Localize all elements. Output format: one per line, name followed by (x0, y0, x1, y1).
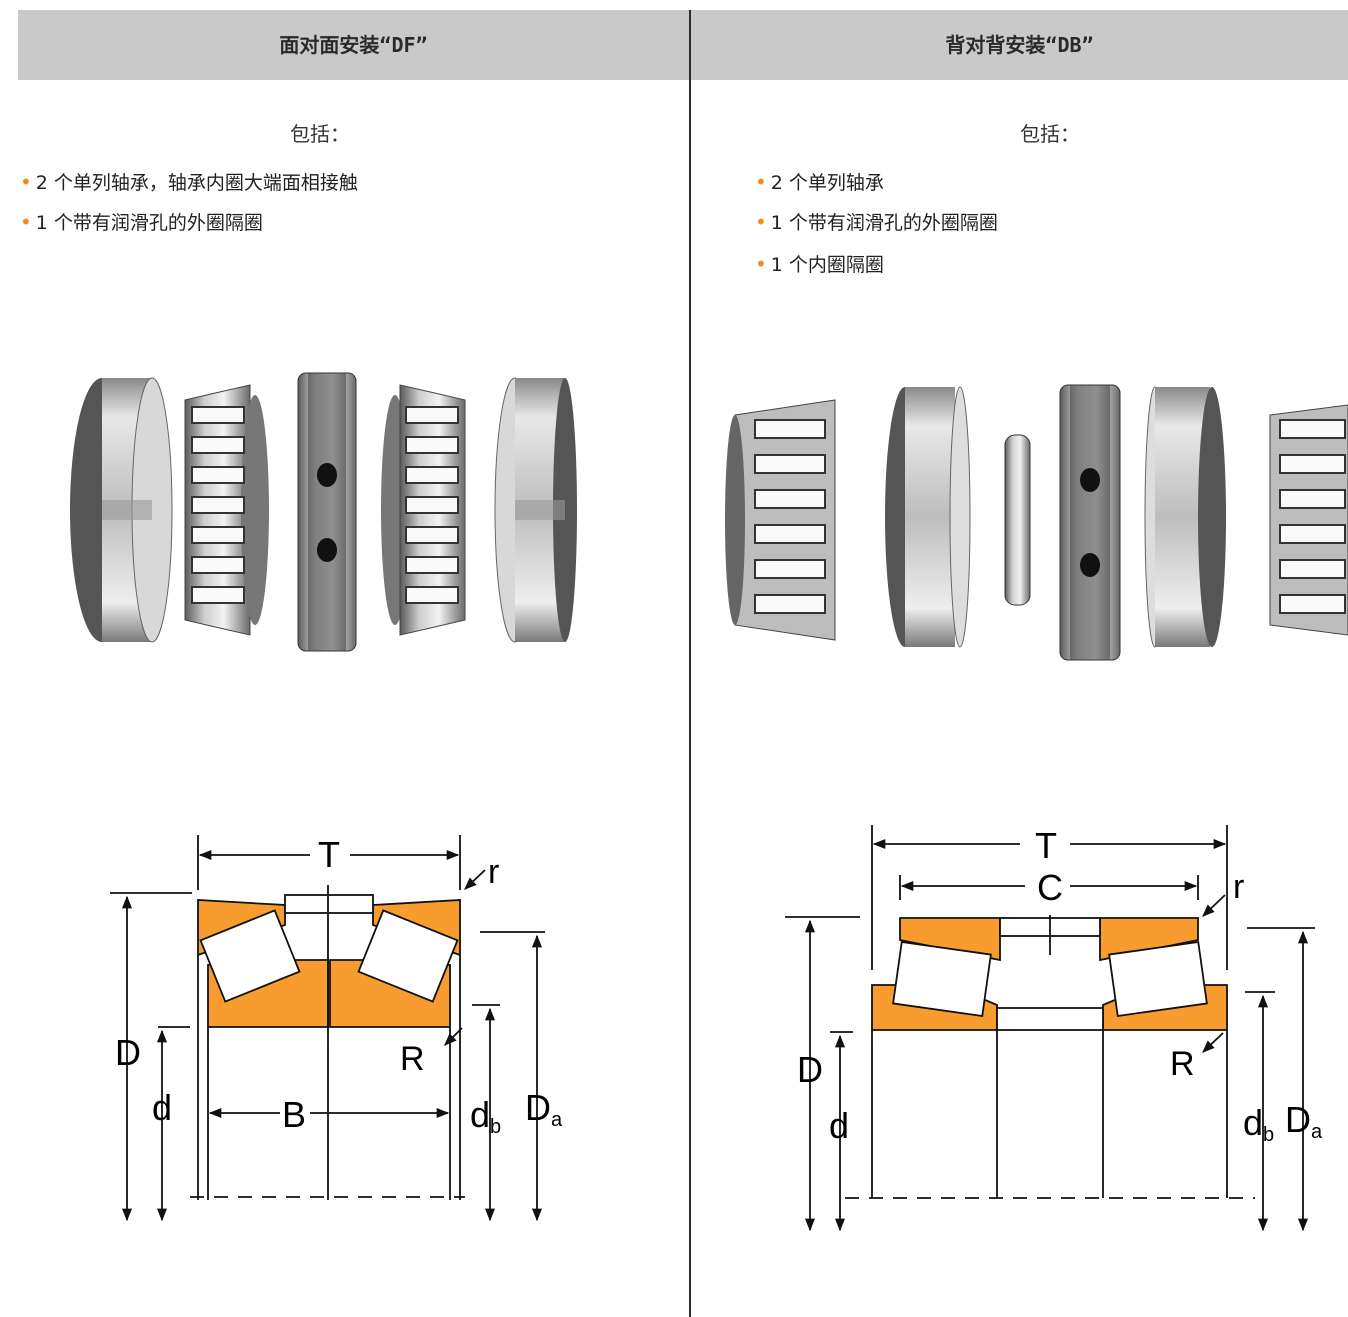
db-exploded-bearing-illustration (725, 384, 1348, 661)
bullet-text: 2 个单列轴承 (770, 172, 884, 194)
dim-label-T: T (1035, 825, 1057, 866)
bullet-text: 2 个单列轴承，轴承内圈大端面相接触 (35, 172, 358, 194)
bullet-dot-icon: • (20, 210, 32, 234)
bullet-text: 1 个带有润滑孔的外圈隔圈 (770, 212, 998, 234)
dim-label-db: db (1243, 1102, 1274, 1146)
left-bullet-item: •1 个带有润滑孔的外圈隔圈 (20, 208, 263, 235)
left-includes-label: 包括： (290, 122, 350, 146)
dim-label-D: D (115, 1032, 141, 1073)
outer-spacer (1059, 384, 1121, 661)
cone-assembly-left (184, 384, 269, 636)
bullet-dot-icon: • (755, 170, 767, 194)
right-column-title: 背对背安装“DB” (945, 33, 1094, 57)
dim-label-D: D (797, 1049, 823, 1090)
df-exploded-bearing-illustration (70, 372, 577, 652)
bullet-dot-icon: • (755, 210, 767, 234)
dim-label-r: r (488, 853, 499, 891)
left-column-title: 面对面安装“DF” (279, 33, 428, 57)
cone-assembly-left (725, 399, 836, 641)
dim-label-d: d (152, 1087, 172, 1128)
cone-assembly-right (1269, 404, 1348, 636)
dim-label-T: T (318, 834, 340, 875)
right-bullet-item: •2 个单列轴承 (755, 168, 884, 195)
dim-label-db: db (470, 1094, 501, 1138)
inner-spacer (1004, 434, 1031, 606)
bullet-dot-icon: • (20, 170, 32, 194)
outer-cup-right (1144, 386, 1226, 648)
bullet-text: 1 个内圈隔圈 (770, 254, 884, 276)
dim-label-Da: Da (525, 1087, 563, 1131)
column-divider (689, 10, 691, 1317)
right-bullet-item: •1 个带有润滑孔的外圈隔圈 (755, 208, 998, 235)
bullet-dot-icon: • (755, 252, 767, 276)
bullet-text: 1 个带有润滑孔的外圈隔圈 (35, 212, 263, 234)
outer-spacer (297, 372, 357, 652)
dim-label-B: B (282, 1094, 306, 1135)
db-dimension-drawing: T C r R D d db Da (785, 825, 1323, 1232)
df-dimension-drawing: T r R D d B db Da (110, 834, 563, 1222)
outer-cup-left (885, 386, 971, 648)
right-bullet-item: •1 个内圈隔圈 (755, 250, 884, 277)
dim-label-d: d (829, 1105, 849, 1146)
dim-label-C: C (1037, 867, 1063, 908)
dim-label-R: R (400, 1040, 425, 1078)
outer-cup-right (494, 377, 577, 643)
dim-label-r: r (1233, 868, 1244, 906)
left-bullet-item: •2 个单列轴承，轴承内圈大端面相接触 (20, 168, 358, 195)
dim-label-Da: Da (1285, 1099, 1323, 1143)
header-bar (18, 10, 1348, 80)
cone-assembly-right (381, 384, 466, 636)
outer-cup-left (70, 377, 173, 643)
right-includes-label: 包括： (1020, 122, 1080, 146)
dim-label-R: R (1170, 1045, 1195, 1083)
